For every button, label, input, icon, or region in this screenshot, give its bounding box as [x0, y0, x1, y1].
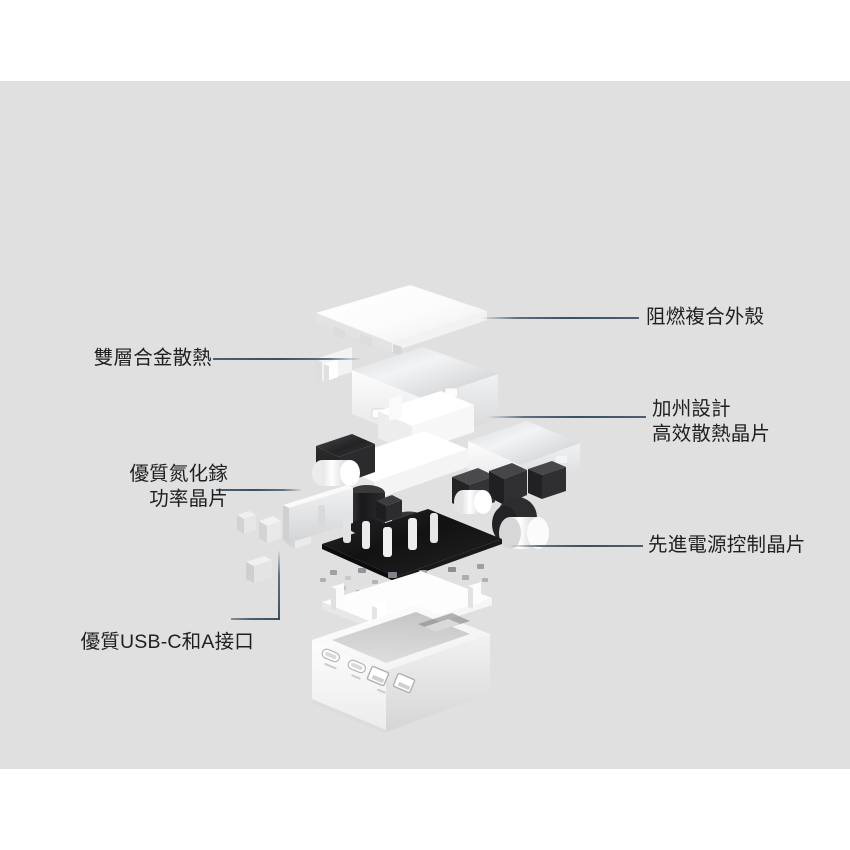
callout-gan-power-chip: 優質氮化鎵 功率晶片: [129, 463, 228, 510]
charger-base-housing: [312, 605, 490, 734]
usb-a-port-1: [366, 665, 390, 687]
leader-line-shell: [482, 317, 639, 319]
gan-power-chips: [237, 485, 353, 549]
usb-c-port-1: [321, 648, 341, 663]
product-image-panel: 阻燃複合外殼 雙層合金散熱 加州設計 高效散熱晶片 優質氮化鎵 功率晶片 先進電…: [0, 81, 850, 769]
callout-advanced-power-control-chip: 先進電源控制晶片: [648, 534, 806, 556]
callout-flame-retardant-shell: 阻燃複合外殼: [646, 306, 765, 328]
leader-line-gan: [216, 489, 302, 491]
leader-line-usb-vertical: [278, 551, 280, 620]
leader-line-california: [489, 416, 646, 418]
exploded-product-illustration: [0, 81, 850, 769]
callout-california-design-chip: 加州設計 高效散熱晶片: [652, 398, 771, 445]
top-cover-plate: [316, 285, 487, 356]
leader-line-usb-horizontal: [231, 618, 280, 620]
leader-line-power-control: [510, 545, 643, 547]
usb-a-port-2: [392, 672, 416, 694]
usb-c-port-2: [347, 659, 367, 674]
main-pcb-board: [318, 505, 502, 582]
leader-line-alloy: [213, 358, 361, 360]
callout-usb-c-and-a-ports: 優質USB-C和A接口: [80, 631, 254, 653]
callout-dual-layer-alloy-heatsink: 雙層合金散熱: [93, 347, 212, 369]
small-interface-chips: [246, 556, 272, 583]
